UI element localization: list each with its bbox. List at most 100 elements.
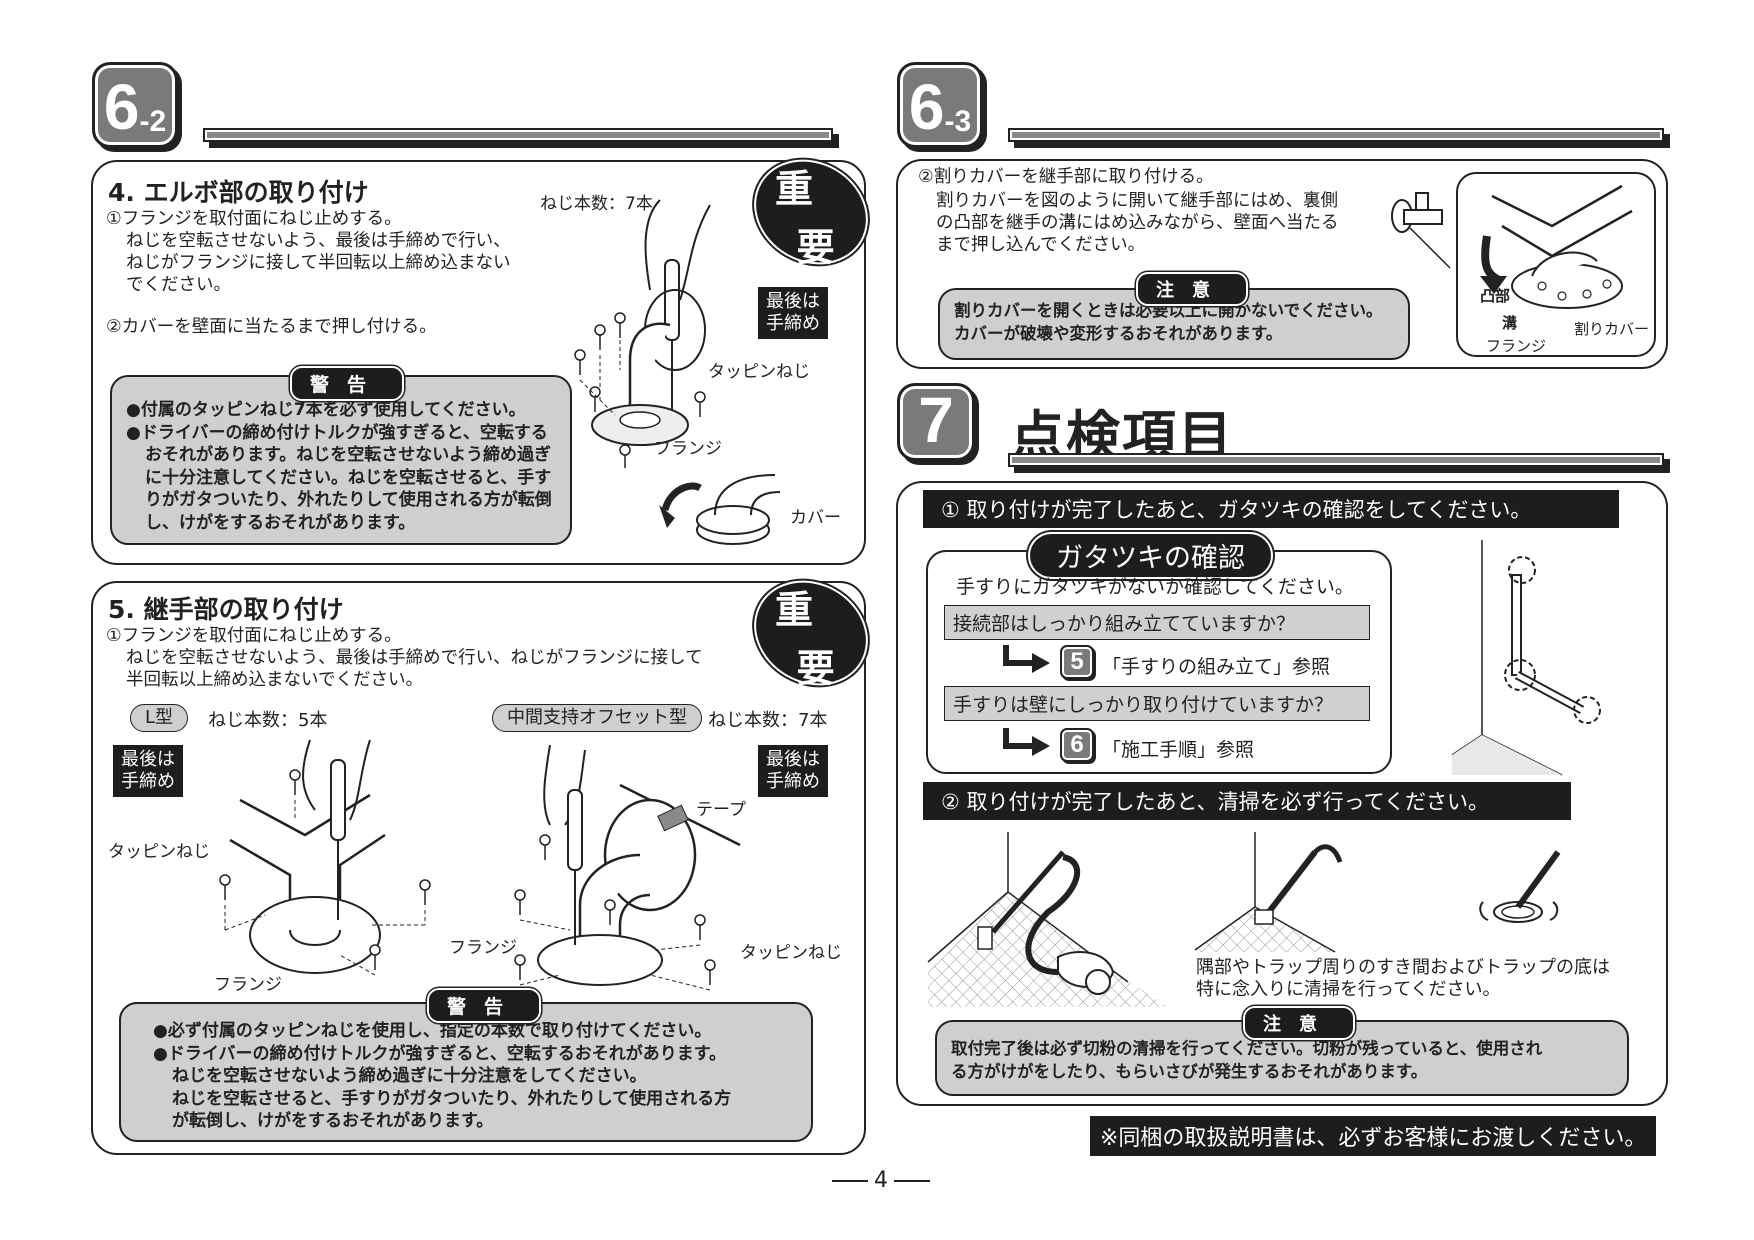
- section-badge-6-2: 6-2: [92, 62, 178, 148]
- detail-line: ねじを空転させないよう、最後は手締めで行い、: [126, 231, 511, 251]
- caution-heading: 注意: [1243, 1006, 1355, 1040]
- label-line: 手締め: [121, 771, 175, 792]
- note-line: 特に念入りに清掃を行ってください。: [1196, 979, 1501, 1000]
- warning-item: ●必ず付属のタッピンねじを使用し、指定の本数で取り付けてください。: [153, 1021, 712, 1041]
- badge-number: 6: [103, 71, 140, 143]
- section-badge-7: 7: [897, 383, 975, 461]
- type-l-screw-count: ねじ本数：5本: [208, 710, 328, 731]
- divider: [894, 1179, 930, 1182]
- handrail-check-illustration: [1451, 540, 1601, 776]
- label-line: 最後は: [121, 749, 175, 770]
- hand-tighten-label: 最後は 手締め: [758, 287, 828, 339]
- elbow-install-illustration: [574, 199, 711, 468]
- badge-char: 要: [796, 646, 835, 691]
- ref-badge-6: 6: [1060, 728, 1094, 762]
- vacuum-cleaning-illustration: [927, 832, 1168, 1007]
- tapping-screw-label: タッピンねじ: [708, 362, 810, 382]
- label-line: 最後は: [766, 291, 820, 312]
- section5-warning-box: ●必ず付属のタッピンねじを使用し、指定の本数で取り付けてください。 ●ドライバー…: [119, 1002, 813, 1142]
- detail-line: 割りカバーを図のように開いて継手部にはめ、裏側: [936, 191, 1338, 211]
- tape-label: テープ: [696, 800, 746, 820]
- split-cover-label: 割りカバー: [1574, 320, 1650, 338]
- cleaning-note: 隅部やトラップ周りのすき間およびトラップの底は 特に念入りに清掃を行ってください…: [1196, 957, 1610, 1001]
- type-l-pill: L型: [130, 704, 189, 732]
- type-offset-pill: 中間支持オフセット型: [492, 704, 702, 732]
- badge-char: 重: [775, 587, 814, 632]
- ref-text-6: 「施工手順」参照: [1102, 739, 1255, 761]
- section6-3-step2: ②割りカバーを継手部に取り付ける。: [918, 167, 1214, 187]
- detail-line: 半回転以上締め込まないでください。: [126, 670, 423, 690]
- check-question-2: 手すりは壁にしっかり取り付けていますか？: [944, 686, 1370, 721]
- caution-heading: 注意: [1136, 272, 1248, 306]
- caution-line: る方がけがをしたり、もらいさびが発生するおそれがあります。: [951, 1061, 1428, 1081]
- label-line: 最後は: [766, 749, 820, 770]
- ref-badge-5: 5: [1060, 645, 1094, 679]
- split-cover-illustration: [1480, 184, 1633, 309]
- caution-line: 取付完了後は必ず切粉の清掃を行ってください。切粉が残っていると、使用され: [951, 1039, 1543, 1058]
- caution-line: カバーが破壊や変形するおそれがあります。: [954, 323, 1283, 343]
- badge-char: 重: [775, 166, 814, 211]
- section4-step1-detail: ねじを空転させないよう、最後は手締めで行い、 ねじがフランジに接して半回転以上締…: [126, 230, 511, 296]
- flange-label: フランジ: [449, 938, 517, 958]
- section4-warning-box: ●付属のタッピンねじ7本を必ず使用してください。 ●ドライバーの締め付けトルクが…: [110, 375, 572, 545]
- section4-title: 4. エルボ部の取り付け: [108, 178, 369, 207]
- section5-step1: ①フランジを取付面にねじ止めする。: [106, 626, 402, 646]
- tapping-screw-label: タッピンねじ: [108, 842, 210, 862]
- warning-item: ねじを空転させると、手すりがガタついたり、外れたりして使用される方: [172, 1088, 732, 1109]
- inspection-item-2: ② 取り付けが完了したあと、清掃を必ず行ってください。: [923, 782, 1571, 820]
- badge-number: 7: [918, 384, 954, 456]
- rattle-check-intro: 手すりにガタツキがないか確認してください。: [956, 576, 1354, 598]
- section4-step1: ①フランジを取付面にねじ止めする。: [106, 209, 402, 229]
- warning-item: ●付属のタッピンねじ7本を必ず使用してください。: [126, 400, 526, 420]
- section6-3-detail: 割りカバーを図のように開いて継手部にはめ、裏側 の凸部を継手の溝にはめ込みながら…: [936, 190, 1339, 256]
- warning-item: ●ドライバーの締め付けトルクが強すぎると、空転するおそれがあります。ねじを空転さ…: [126, 422, 552, 533]
- badge-subnumber: -2: [139, 105, 167, 138]
- cover-illustration: [659, 474, 781, 545]
- warning-item: が転倒し、けがをするおそれがあります。: [172, 1111, 494, 1131]
- check-question-1: 接続部はしっかり組み立てていますか？: [944, 605, 1370, 640]
- page-number: 4: [832, 1168, 930, 1193]
- tapping-screw-label: タッピンねじ: [740, 943, 842, 963]
- hand-tighten-label: 最後は 手締め: [113, 745, 183, 797]
- offset-type-joint-illustration: [514, 744, 741, 991]
- section-header-bar: [1008, 453, 1664, 467]
- warning-item: ●ドライバーの締め付けトルクが強すぎると、空転するおそれがあります。: [153, 1043, 727, 1064]
- caution-line: 割りカバーを開くときは必要以上に開かないでください。: [954, 301, 1383, 320]
- arrow-right-icon: [1003, 645, 1050, 673]
- warning-heading: 警告: [290, 366, 405, 401]
- handover-notice: ※同梱の取扱説明書は、必ずお客様にお渡しください。: [1090, 1116, 1657, 1156]
- split-cover-small-illustration: [1391, 192, 1451, 269]
- page-number-text: 4: [874, 1168, 888, 1193]
- label-line: 手締め: [766, 771, 820, 792]
- corner-cleaning-illustration: [1194, 832, 1343, 953]
- divider: [832, 1179, 868, 1182]
- flange-label: フランジ: [1486, 337, 1547, 355]
- inspection-item-1: ① 取り付けが完了したあと、ガタツキの確認をしてください。: [923, 490, 1619, 528]
- hand-tighten-label: 最後は 手締め: [758, 745, 828, 797]
- detail-line: まで押し込んでください。: [936, 235, 1146, 255]
- detail-line: でください。: [126, 275, 231, 295]
- section-header-bar: [1008, 128, 1664, 142]
- screw-count-label: ねじ本数：7本: [540, 194, 653, 214]
- trap-cleaning-illustration: [1479, 850, 1561, 923]
- ref-text-5: 「手すりの組み立て」参照: [1102, 656, 1331, 678]
- badge-char: 要: [796, 225, 835, 270]
- label-line: 手締め: [766, 313, 820, 334]
- section-badge-6-3: 6-3: [897, 62, 983, 148]
- groove-label: 溝: [1502, 314, 1518, 332]
- detail-line: ねじがフランジに接して半回転以上締め込まない: [126, 253, 511, 273]
- protrusion-label: 凸部: [1480, 287, 1511, 305]
- warning-heading: 警告: [427, 988, 542, 1023]
- rattle-check-heading: ガタツキの確認: [1028, 532, 1273, 579]
- section-header-bar: [203, 128, 833, 142]
- detail-line: ねじを空転させないよう、最後は手締めで行い、ねじがフランジに接して: [126, 648, 703, 668]
- flange-label: フランジ: [654, 439, 722, 459]
- arrow-right-icon: [1003, 728, 1050, 756]
- section4-step2: ②カバーを壁面に当たるまで押し付ける。: [106, 317, 437, 337]
- section5-step1-detail: ねじを空転させないよう、最後は手締めで行い、ねじがフランジに接して 半回転以上締…: [126, 647, 703, 691]
- detail-line: の凸部を継手の溝にはめ込みながら、壁面へ当たる: [936, 213, 1339, 233]
- section5-title: 5. 継手部の取り付け: [108, 595, 344, 624]
- l-type-joint-illustration: [219, 739, 431, 976]
- note-line: 隅部やトラップ周りのすき間およびトラップの底は: [1196, 957, 1610, 978]
- warning-item: ねじを空転させないよう締め過ぎに十分注意をしてください。: [172, 1066, 647, 1086]
